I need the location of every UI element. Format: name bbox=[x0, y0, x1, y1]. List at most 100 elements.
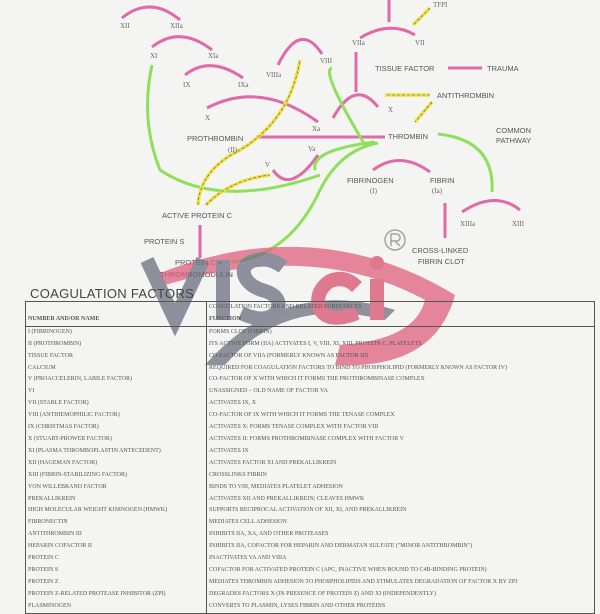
label-vii: VII bbox=[415, 39, 425, 47]
label-protein-s: PROTEIN S bbox=[144, 237, 184, 246]
factor-function: MEDIATES THROMBIN ADHESION TO PHOSPHOLIP… bbox=[206, 576, 595, 589]
factor-name: VI bbox=[25, 386, 207, 399]
factor-name: VII (STABLE FACTOR) bbox=[25, 398, 207, 411]
factor-function: FORMS CLOT (FIBRIN) bbox=[206, 326, 595, 339]
arrow-thrombin-protein-c bbox=[231, 141, 379, 264]
label-thrombin: THROMBIN bbox=[388, 132, 428, 141]
factor-function: MEDIATES CELL ADHESION bbox=[206, 517, 595, 530]
label-viiia: VIIIa bbox=[266, 71, 282, 79]
factor-function: BINDS TO VIII, MEDIATES PLATELET ADHESIO… bbox=[206, 481, 595, 494]
factor-name: VIII (ANTIHEMOPHILIC FACTOR) bbox=[25, 410, 207, 423]
label-fibrinogen: FIBRINOGEN bbox=[347, 176, 394, 185]
factor-name: X (STUART-PROWER FACTOR) bbox=[25, 433, 207, 446]
factor-name: ANTITHROMBIN III bbox=[25, 529, 207, 542]
factor-function: REQUIRED FOR COAGULATION FACTORS TO BIND… bbox=[206, 362, 595, 375]
factor-name: XII (HAGEMAN FACTOR) bbox=[25, 457, 207, 470]
label-cross-linked-clot-2: FIBRIN CLOT bbox=[418, 257, 465, 266]
label-active-protein-c: ACTIVE PROTEIN C bbox=[162, 211, 233, 220]
label-xi: XI bbox=[150, 52, 158, 60]
table-row: X (STUART-PROWER FACTOR)ACTIVATES II: FO… bbox=[25, 433, 595, 446]
factor-function: COFACTOR FOR ACTIVATED PROTEIN C (APC, I… bbox=[206, 564, 595, 577]
table-row: VIII (ANTIHEMOPHILIC FACTOR)CO-FACTOR OF… bbox=[25, 410, 595, 423]
factor-name: PROTEIN C bbox=[25, 553, 207, 565]
arrow-xiii-xiiia bbox=[461, 199, 521, 214]
arrow-ix-ixa bbox=[184, 64, 244, 80]
label-antithrombin: ANTITHROMBIN bbox=[437, 91, 494, 100]
label-xia: XIa bbox=[208, 52, 219, 60]
table-caption-row: COAGULATION FACTORS AND RELATED SUBSTANC… bbox=[25, 301, 595, 314]
label-xii: XII bbox=[120, 22, 130, 30]
factor-name: HIGH MOLECULAR WEIGHT KININOGEN (HMWK) bbox=[25, 505, 207, 518]
factor-name: II (PROTHROMBIN) bbox=[25, 338, 207, 351]
arrow-fibrinogen-fibrin bbox=[372, 159, 431, 174]
label-v: V bbox=[265, 161, 270, 169]
diagram-labels: XII XIIa XI XIa IX IXa X Xa VIIIa VIII V… bbox=[120, 1, 531, 279]
factor-name: VON WILLEBRAND FACTOR bbox=[25, 481, 207, 494]
factor-name: PROTEIN S bbox=[25, 564, 207, 577]
label-common-pathway-2: PATHWAY bbox=[496, 136, 531, 145]
factor-name: XI (PLASMA THROMBOPLASTIN ANTECEDENT) bbox=[25, 445, 207, 458]
label-fibrin: FIBRIN bbox=[430, 176, 455, 185]
factor-function: ACTIVATES II: FORMS PROTHROMBINASE COMPL… bbox=[206, 433, 595, 446]
label-xiiia: XIIIa bbox=[460, 220, 476, 228]
arrow-thrombin-v bbox=[313, 140, 376, 171]
label-xa: Xa bbox=[312, 125, 321, 133]
table-row: PROTEIN Z-RELATED PROTEASE INHIBITOR (ZP… bbox=[25, 588, 595, 601]
label-trauma: TRAUMA bbox=[487, 64, 519, 73]
arrow-x-extrinsic bbox=[331, 93, 380, 119]
table-row: I (FIBRINOGEN)FORMS CLOT (FIBRIN) bbox=[25, 326, 595, 339]
label-x-extrinsic: X bbox=[388, 106, 393, 114]
arrow-thrombin-viii bbox=[327, 66, 367, 146]
table-caption: COAGULATION FACTORS AND RELATED SUBSTANC… bbox=[206, 301, 595, 314]
label-va: Va bbox=[308, 145, 316, 153]
table-row: HIGH MOLECULAR WEIGHT KININOGEN (HMWK)SU… bbox=[25, 505, 595, 518]
label-fibrinogen-num: (I) bbox=[370, 187, 378, 195]
table-row: VII (STABLE FACTOR)ACTIVATES IX, X bbox=[25, 398, 595, 411]
factor-function: UNASSIGNED – OLD NAME OF FACTOR VA bbox=[206, 386, 595, 399]
label-common-pathway: COMMON bbox=[496, 126, 531, 135]
label-protein-c-thrombomodulin: PROTEIN C + bbox=[175, 258, 223, 267]
inhibition-arrows bbox=[196, 6, 434, 207]
label-ixa: IXa bbox=[238, 81, 249, 89]
factor-name: HEPARIN COFACTOR II bbox=[25, 541, 207, 554]
factor-name: I (FIBRINOGEN) bbox=[25, 326, 207, 339]
arrow-xii-xiia bbox=[121, 5, 181, 22]
label-protein-c-thrombomodulin-2: THROMBOMODULIN bbox=[160, 270, 233, 279]
factor-name: TISSUE FACTOR bbox=[25, 350, 207, 363]
label-xiia: XIIa bbox=[170, 22, 184, 30]
factor-function: ACTIVATES IX bbox=[206, 445, 595, 458]
label-prothrombin-num: (II) bbox=[228, 146, 238, 154]
table-row: XII (HAGEMAN FACTOR)ACTIVATES FACTOR XI … bbox=[25, 457, 595, 470]
label-tfpi: TFPI bbox=[433, 1, 448, 9]
table-row: XI (PLASMA THROMBOPLASTIN ANTECEDENT)ACT… bbox=[25, 445, 595, 458]
column-header-name: NUMBER AND/OR NAME bbox=[25, 313, 207, 327]
factor-function: ACTIVATES IX, X bbox=[206, 398, 595, 411]
coagulation-factors-table: COAGULATION FACTORS AND RELATED SUBSTANC… bbox=[25, 301, 595, 614]
factor-function: INHIBITS IIA, COFACTOR FOR HEPARIN AND D… bbox=[206, 541, 595, 554]
factor-name: PLASMINOGEN bbox=[25, 600, 207, 614]
factor-name: PREKALLIKREIN bbox=[25, 493, 207, 506]
coagulation-cascade-diagram: XII XIIa XI XIa IX IXa X Xa VIIIa VIII V… bbox=[120, 0, 531, 279]
label-x: X bbox=[205, 114, 210, 122]
label-tissue-factor: TISSUE FACTOR bbox=[375, 64, 435, 73]
label-prothrombin: PROTHROMBIN bbox=[187, 134, 243, 143]
factor-function: CO-FACTOR OF VIIA (FORMERLY KNOWN AS FAC… bbox=[206, 350, 595, 363]
factor-function: SUPPORTS RECIPROCAL ACTIVATION OF XII, X… bbox=[206, 505, 595, 518]
table-row: IX (CHRISTMAS FACTOR)ACTIVATES X: FORMS … bbox=[25, 422, 595, 434]
factor-function: INHIBITS IIA, XA, AND OTHER PROTEASES bbox=[206, 529, 595, 542]
factor-name: PROTEIN Z-RELATED PROTEASE INHIBITOR (ZP… bbox=[25, 588, 207, 601]
arrow-x-xa bbox=[206, 95, 319, 124]
factor-function: ACTIVATES XII AND PREKALLIKREIN; CLEAVES… bbox=[206, 493, 595, 506]
column-header-function: FUNCTION bbox=[206, 313, 595, 327]
activation-arrows bbox=[121, 0, 521, 258]
